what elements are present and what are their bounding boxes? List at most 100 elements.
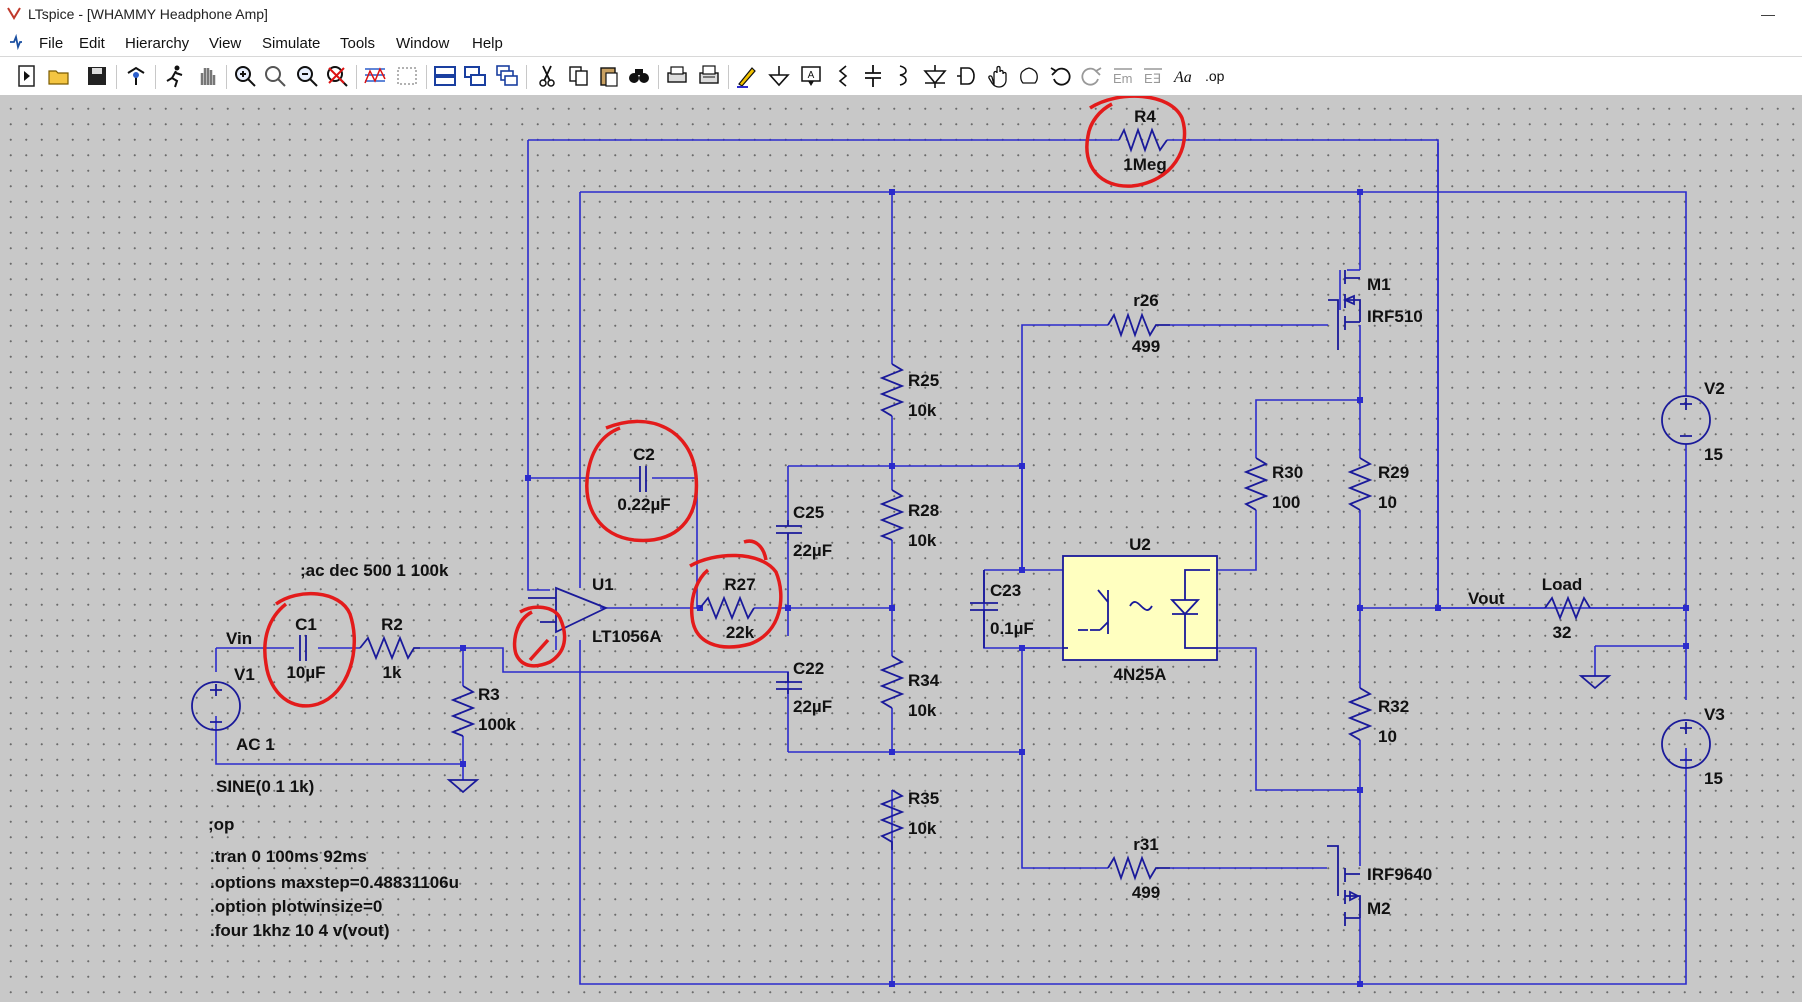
resistor-icon[interactable]: [830, 63, 856, 89]
directive-options-maxstep[interactable]: .options maxstep=0.48831106u: [210, 873, 459, 892]
diode-icon[interactable]: [922, 63, 948, 89]
opamp-U1[interactable]: U1 LT1056A: [528, 575, 662, 646]
tile-vertical-icon[interactable]: [462, 63, 488, 89]
capacitor-C1[interactable]: C1 10µF: [286, 615, 325, 682]
M1-name: M1: [1367, 275, 1391, 294]
resistor-R27[interactable]: R27 22k: [699, 575, 756, 642]
R35-value: 10k: [908, 819, 937, 838]
document-menu-icon[interactable]: [8, 34, 24, 50]
menu-file[interactable]: File: [39, 35, 64, 52]
directive-option-plotwinsize[interactable]: .option plotwinsize=0: [210, 897, 382, 916]
resistor-R25[interactable]: R25 10k: [879, 363, 939, 420]
capacitor-icon[interactable]: [860, 63, 886, 89]
resistor-R34[interactable]: R34 10k: [879, 655, 940, 720]
menu-tools[interactable]: Tools: [340, 35, 376, 52]
schematic-canvas[interactable]: R4 1Meg M1 IRF510 r26 499 R25 10k V2 15 …: [0, 96, 1802, 1002]
R3-name: R3: [478, 685, 500, 704]
voltage-source-V3[interactable]: V3 15: [1661, 705, 1725, 788]
cut-icon[interactable]: [534, 63, 560, 89]
capacitor-C22[interactable]: C22 22µF: [776, 659, 832, 716]
wire: [575, 671, 789, 694]
directive-tran[interactable]: .tran 0 100ms 92ms: [210, 847, 367, 866]
run-icon[interactable]: [162, 63, 188, 89]
schematic-drawing[interactable]: R4 1Meg M1 IRF510 r26 499 R25 10k V2 15 …: [0, 96, 1802, 1002]
menu-window[interactable]: Window: [396, 35, 450, 52]
spice-directive-icon[interactable]: .op: [1204, 63, 1230, 89]
R28-name: R28: [908, 501, 939, 520]
voltage-source-V2[interactable]: V2 15: [1661, 379, 1725, 464]
resistor-R2[interactable]: R2 1k: [359, 615, 420, 682]
resistor-R3[interactable]: R3 100k: [450, 685, 516, 737]
U2-name: U2: [1129, 535, 1151, 554]
label-net-icon[interactable]: A: [798, 63, 824, 89]
resistor-R35[interactable]: R35 10k: [879, 789, 939, 850]
autorange-icon[interactable]: [362, 63, 388, 89]
menu-hierarchy[interactable]: Hierarchy: [125, 35, 190, 52]
mirror-icon[interactable]: E∃: [1140, 63, 1166, 89]
inductor-icon[interactable]: [890, 63, 916, 89]
resistor-R4[interactable]: R4 1Meg: [1118, 107, 1168, 174]
resistor-Load[interactable]: Load 32: [1542, 575, 1591, 642]
menu-help[interactable]: Help: [472, 35, 503, 52]
halt-icon[interactable]: [194, 63, 220, 89]
mosfet-M2[interactable]: IRF9640 M2: [1327, 845, 1432, 926]
zoom-cancel-icon[interactable]: [324, 63, 350, 89]
capacitor-C23[interactable]: C23 0.1µF: [970, 570, 1034, 648]
copy-icon[interactable]: [566, 63, 592, 89]
resistor-R30[interactable]: R30 100: [1243, 457, 1303, 512]
ground-icon[interactable]: [766, 63, 792, 89]
paste-icon[interactable]: [596, 63, 622, 89]
optocoupler-U2[interactable]: U2 4N25A: [1062, 535, 1218, 684]
junction-dot: [1435, 605, 1441, 611]
voltage-source-V1[interactable]: V1 AC 1 SINE(0 1 1k): [191, 665, 314, 796]
menu-edit[interactable]: Edit: [79, 35, 105, 52]
component-icon[interactable]: [954, 63, 980, 89]
junction-dot: [1683, 605, 1689, 611]
fit-icon[interactable]: [394, 63, 420, 89]
pan-icon[interactable]: [262, 63, 288, 89]
resistor-r26[interactable]: r26 499: [1107, 291, 1170, 356]
control-panel-icon[interactable]: [123, 63, 149, 89]
r31-name: r31: [1133, 835, 1159, 854]
rotate-icon[interactable]: Em: [1110, 63, 1136, 89]
directive-op[interactable]: ;op: [208, 815, 234, 834]
directive-four[interactable]: .four 1khz 10 4 v(vout): [210, 921, 389, 940]
resistor-R29[interactable]: R29 10: [1347, 457, 1409, 512]
menu-view[interactable]: View: [209, 35, 242, 52]
new-schematic-icon[interactable]: [14, 63, 40, 89]
resistor-r31[interactable]: r31 499: [1107, 835, 1170, 902]
junction-dot: [889, 749, 895, 755]
wire: [579, 640, 1687, 985]
annotation-circle-r4: [1085, 96, 1187, 188]
print-icon[interactable]: [664, 63, 690, 89]
resistor-R32[interactable]: R32 10: [1347, 687, 1409, 746]
tile-horizontal-icon[interactable]: [432, 63, 458, 89]
undo-icon[interactable]: [1048, 63, 1074, 89]
svg-text:E∃: E∃: [1144, 71, 1161, 86]
directive-ac[interactable]: ;ac dec 500 1 100k: [300, 561, 449, 580]
zoom-out-icon[interactable]: [294, 63, 320, 89]
zoom-in-icon[interactable]: [232, 63, 258, 89]
move-icon[interactable]: [986, 63, 1012, 89]
junction-dot: [889, 189, 895, 195]
open-icon[interactable]: [46, 63, 72, 89]
minimize-button[interactable]: —: [1761, 6, 1775, 22]
text-icon[interactable]: Aa: [1172, 63, 1198, 89]
mosfet-M1[interactable]: M1 IRF510: [1328, 270, 1423, 350]
draw-wire-icon[interactable]: [734, 63, 760, 89]
annotation-mark-opamp: [528, 638, 550, 662]
net-label-vin: Vin: [226, 629, 252, 648]
capacitor-C25[interactable]: C25 22µF: [776, 503, 832, 560]
redo-icon[interactable]: [1078, 63, 1104, 89]
Load-value: 32: [1553, 623, 1572, 642]
menu-simulate[interactable]: Simulate: [262, 35, 321, 52]
capacitor-C2[interactable]: C2 0.22µF: [617, 445, 670, 514]
print-setup-icon[interactable]: [696, 63, 722, 89]
drag-icon[interactable]: [1016, 63, 1042, 89]
save-icon[interactable]: [84, 63, 110, 89]
cascade-icon[interactable]: [494, 63, 520, 89]
find-icon[interactable]: [626, 63, 652, 89]
resistor-R28[interactable]: R28 10k: [879, 489, 939, 550]
spice-directives[interactable]: ;ac dec 500 1 100k ;op .tran 0 100ms 92m…: [208, 561, 459, 940]
wire: [215, 716, 463, 765]
